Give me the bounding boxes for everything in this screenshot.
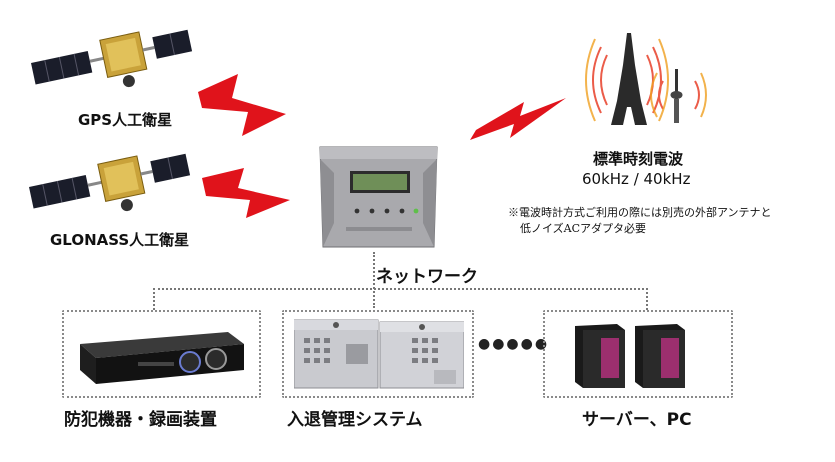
lightning-bolt-icon [470,98,566,140]
security-recorder-label: 防犯機器・録画装置 [64,410,217,430]
network-connector [373,252,375,308]
security-recorder-group [62,310,261,398]
server-tower-image [575,324,685,388]
time-server-device [319,146,438,248]
glonass-satellite-icon [29,153,191,212]
more-devices-ellipsis: ●●●●● [478,336,550,352]
radio-frequency: 60kHz / 40kHz [582,170,691,188]
server-pc-group [543,310,733,398]
access-control-group [282,310,474,398]
network-connector [153,288,155,310]
gps-satellite-icon [31,29,193,88]
lightning-bolt-icon [198,74,286,136]
network-bus [153,288,648,290]
radio-note-line2: 低ノイズACアダプタ必要 [520,222,647,235]
radio-title: 標準時刻電波 [593,150,684,168]
access-panel-image [294,319,464,389]
server-pc-label: サーバー、PC [582,410,692,430]
lightning-bolt-icon [202,168,290,218]
glonass-satellite-label: GLONASS人工衛星 [50,231,190,249]
gps-satellite-label: GPS人工衛星 [78,111,173,129]
network-label: ネットワーク [376,267,478,287]
radio-towers-image [575,25,711,135]
radio-note-line1: ※電波時計方式ご利用の際には別売の外部アンテナと [508,206,772,219]
access-control-label: 入退管理システム [287,410,423,430]
dvr-recorder-image [80,332,244,384]
network-connector [646,288,648,310]
